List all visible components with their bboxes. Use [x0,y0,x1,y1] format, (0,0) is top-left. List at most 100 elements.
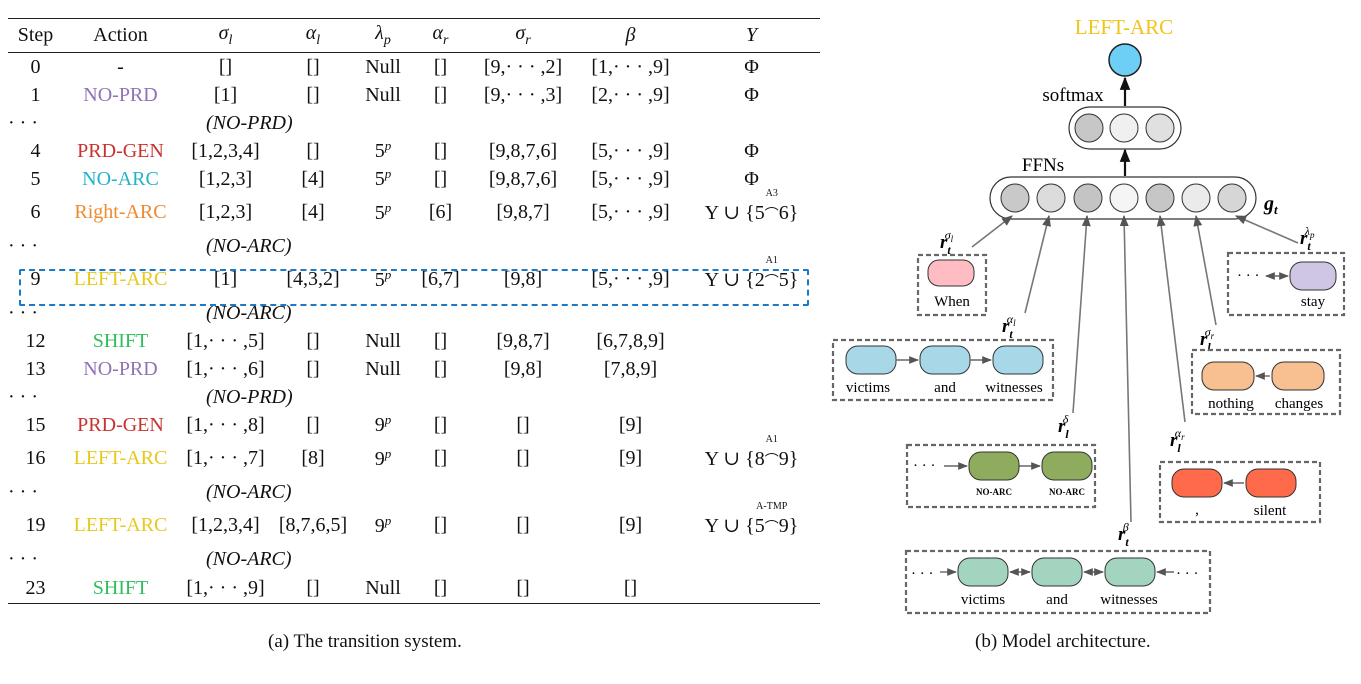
action-cell: NO-ARC [82,167,159,190]
alpha-r-cell: [6,7] [421,268,460,290]
step-cell: 15 [25,413,46,436]
arc-label: A3 [765,188,778,199]
alpha-r-cell: [] [413,573,468,604]
lambda-value: Null [365,329,401,352]
word-when: When [934,294,970,310]
beta-cell: [9] [618,413,643,436]
empty-cell [63,109,178,137]
word-node-witnesses [992,345,1044,375]
output-label: LEFT-ARC [1075,15,1173,39]
table-ellipsis-row: · · ·(NO-PRD) [8,383,820,411]
column-header-3: αl [273,18,353,53]
lambda-p-box [1226,251,1346,317]
word-node-stay [1289,261,1337,291]
action-cell: SHIFT [63,573,178,604]
action-cell: NO-PRD [83,83,158,106]
arc-label: A-TMP [756,501,788,512]
word-node-victims [845,345,897,375]
sigma-l-cell: [1,2,3,4] [191,139,260,162]
alpha-r-cell: [] [433,447,448,469]
step-cell: 16 [25,447,46,469]
sigma-l-cell: [1] [213,268,238,290]
lambda-value: Null [365,83,401,106]
beta-cell: [5,· · · ,9] [591,201,670,223]
alpha-r-cell: [] [433,83,448,106]
arc-symbol: ⌒A1 [764,434,779,469]
sigma-r-box [1190,348,1342,416]
alpha-l-cell: [] [306,139,320,162]
alpha-l-cell: [4] [301,167,325,190]
header-subscript: p [383,33,391,48]
sigma-r-cell: [] [516,413,530,436]
dots-delta: · · · [913,458,936,474]
y-cell: Φ [744,55,759,78]
column-header-2: σl [178,18,273,53]
ellipsis: · · · [8,111,38,134]
predicate-superscript: p [384,266,392,282]
y-prefix: Y ∪ {2 [704,269,765,291]
delta-box [905,443,1097,509]
sigma-r-cell: [] [516,514,530,536]
step-cell: 5 [30,167,41,190]
arc-label: A1 [765,434,778,445]
beta-cell: [2,· · · ,9] [591,83,670,106]
header-text: Action [93,24,148,46]
lambda-p-cell: 5p [353,165,413,193]
y-prefix: Y ∪ {8 [704,448,765,470]
highlight-box [19,269,809,306]
beta-box [904,549,1212,615]
ffn-neuron [1181,183,1211,213]
action-cell: PRD-GEN [77,139,164,162]
ffn-neuron [1145,183,1175,213]
lambda-value: Null [365,357,401,380]
dots-beta-right: · · · [1176,566,1199,582]
sigma-l-cell: [1,· · · ,6] [186,357,265,380]
r-alpha-r-label: rlαr [1170,426,1185,455]
r-sigma-l-label: rtσl [940,228,954,257]
arrow-delta [1072,214,1091,414]
action-cell: LEFT-ARC [73,447,168,469]
y-cell [683,355,820,383]
g-label: gt [1263,193,1278,217]
word-node-silent [1245,468,1297,498]
word-node-changes [1271,361,1325,391]
alpha-l-cell: [] [306,83,320,106]
softmax-neuron [1145,113,1175,143]
column-header-1: Action [63,18,178,53]
skipped-action-note: (NO-ARC) [206,547,292,570]
alpha-l-cell: [8,7,6,5] [278,514,348,536]
arrow-alpha-r [1156,214,1186,423]
ellipsis: · · · [8,234,38,257]
sigma-r-cell: [9,8,7,6] [488,139,558,162]
softmax-label: softmax [1042,85,1104,106]
step-cell: 12 [25,329,46,352]
word-witnesses: witnesses [985,380,1043,396]
y-cell: Φ [744,167,759,190]
action-cell: LEFT-ARC [73,514,168,536]
empty-cell [63,383,178,411]
action-cell: NO-PRD [83,357,158,380]
lambda-p-cell: Null [353,327,413,355]
sigma-r-cell: [9,8,7] [496,329,550,352]
r-beta-label: rtβ [1118,520,1129,549]
sigma-l-cell: [1,· · · ,8] [186,413,265,436]
word-comma: , [1195,502,1199,518]
header-text: λ [375,22,384,44]
word-witnesses: witnesses [1100,592,1158,608]
y-prefix: Y ∪ {5 [704,202,765,224]
action-cell: Right-ARC [74,201,167,223]
header-subscript: r [443,33,449,48]
lambda-value: Null [365,576,401,599]
column-header-6: σr [468,18,578,53]
word-and: and [1046,592,1068,608]
step-cell: 9 [30,268,41,290]
sigma-l-box [916,253,988,317]
column-header-8: Y [683,18,820,53]
